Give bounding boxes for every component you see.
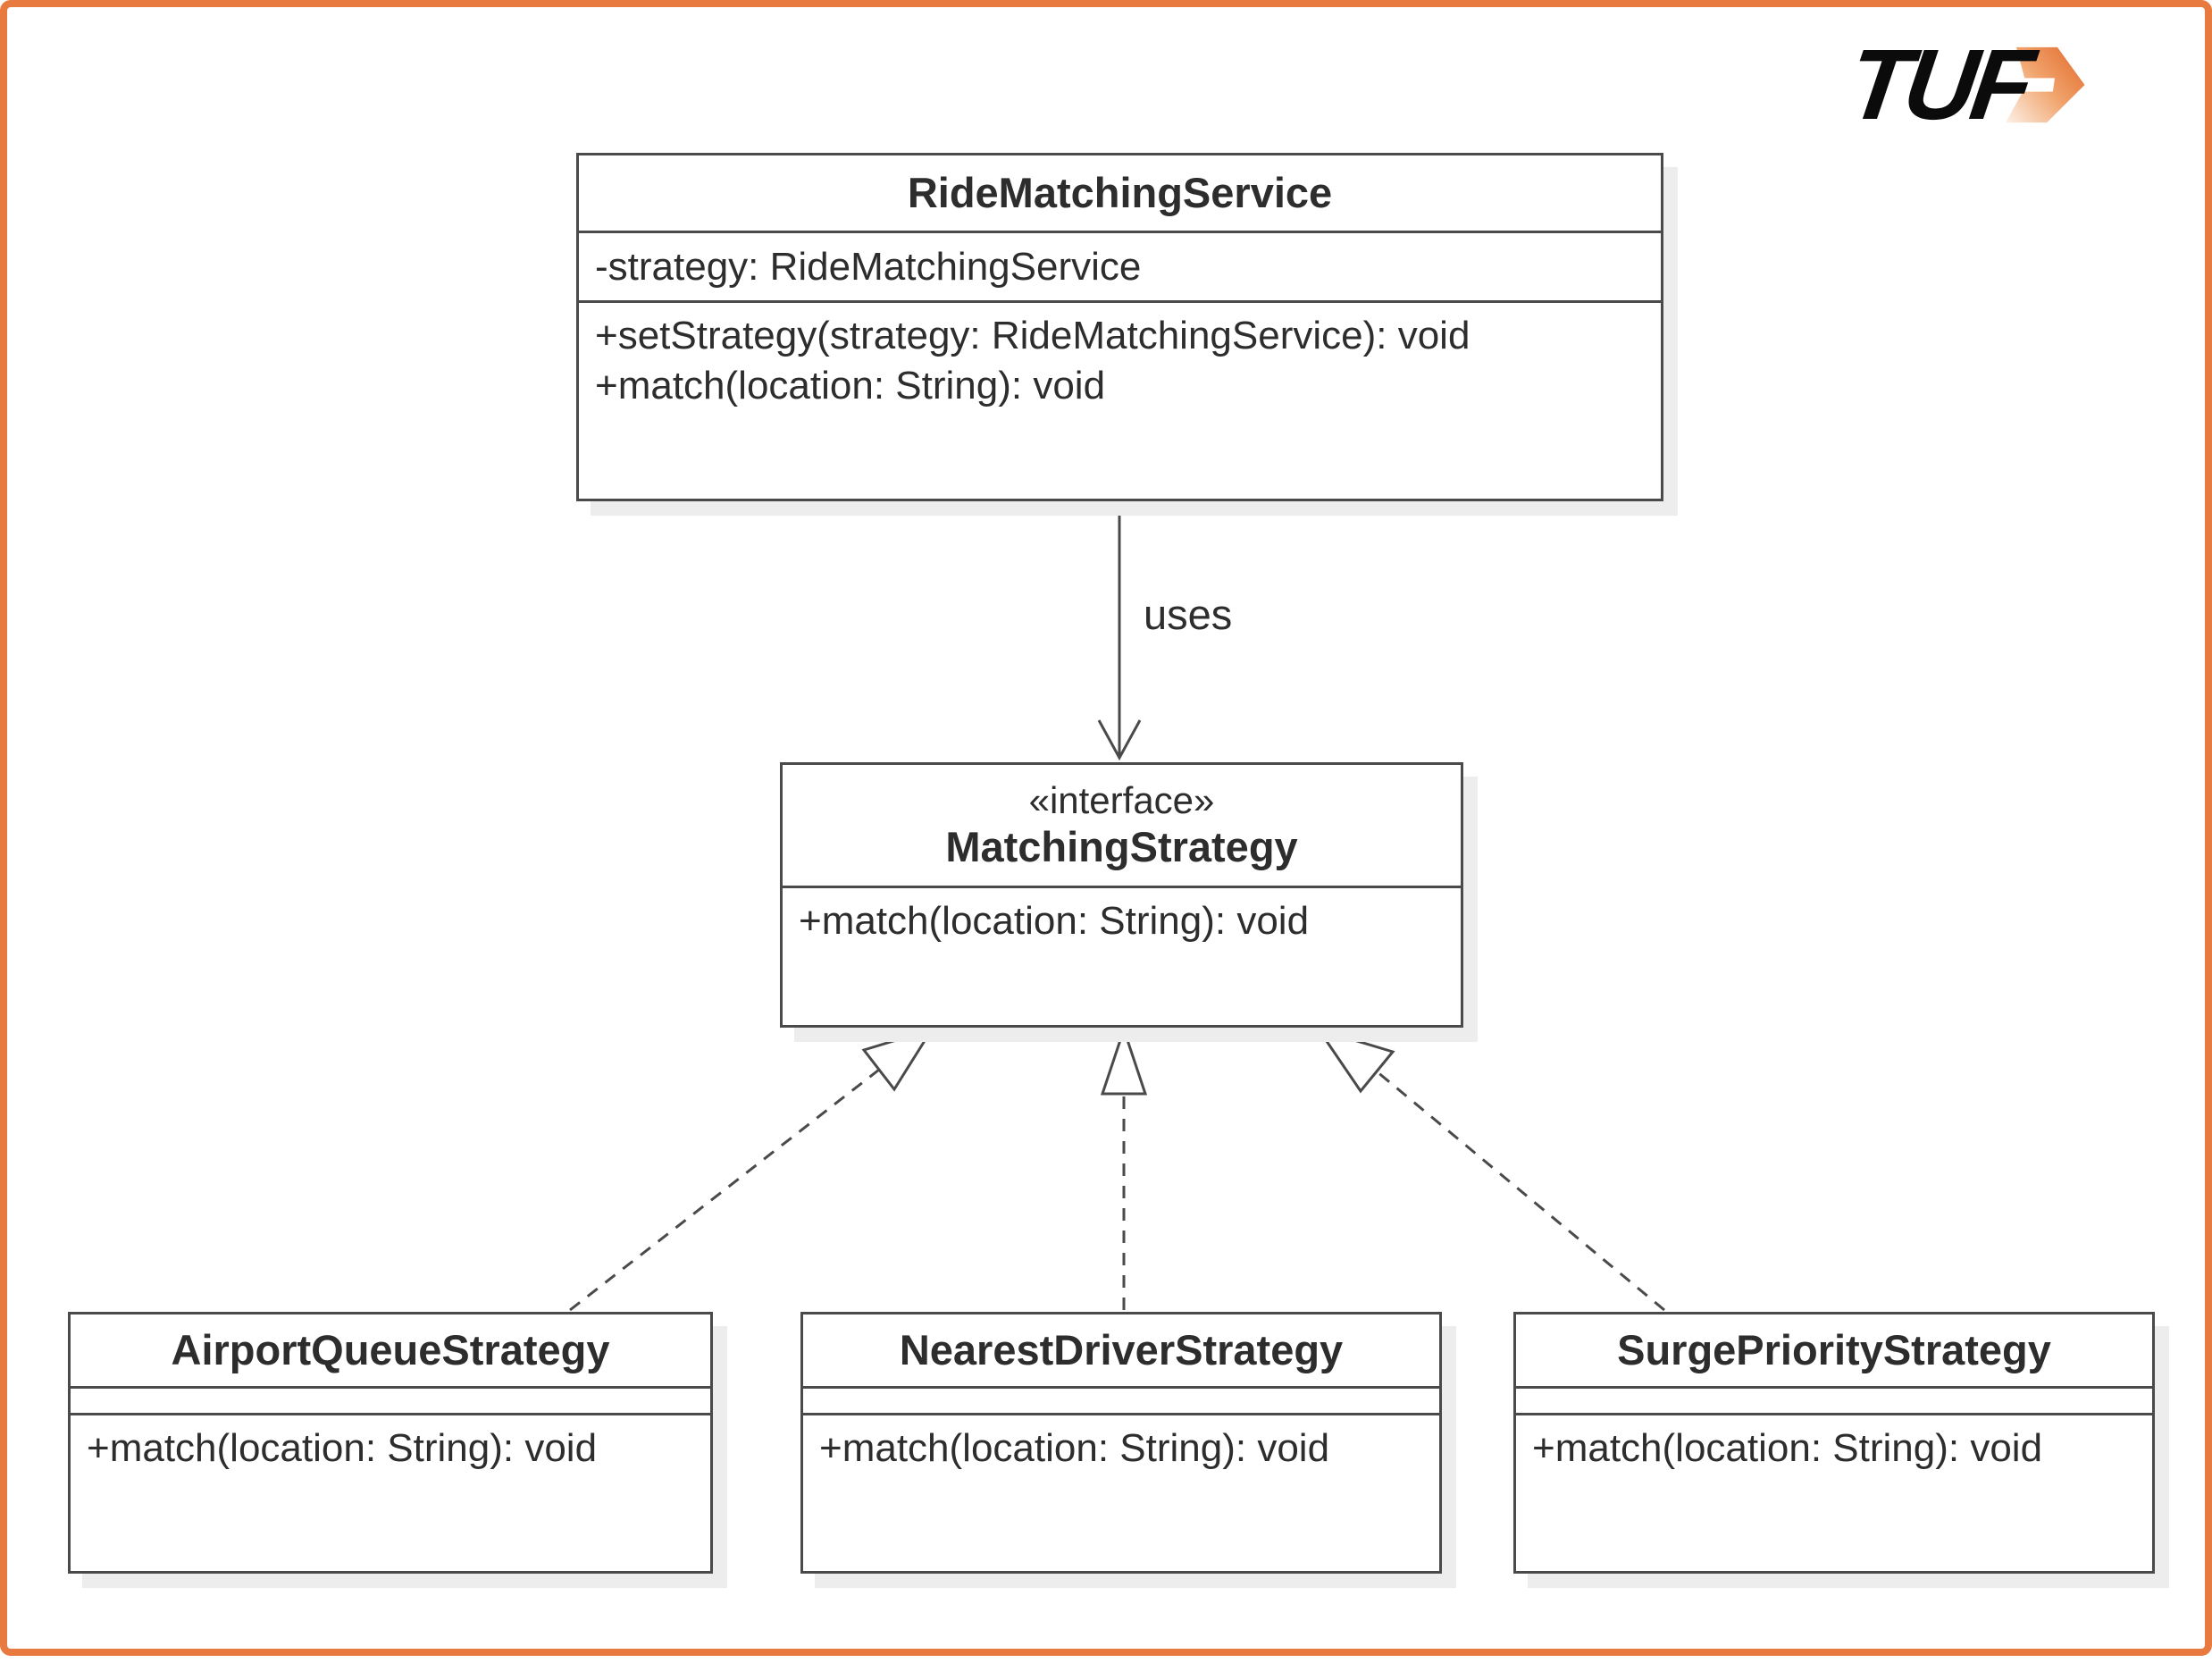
attributes-compartment: -strategy: RideMatchingService	[579, 231, 1661, 300]
connector-layer	[569, 504, 1665, 1312]
interface-title: MatchingStrategy	[945, 822, 1298, 870]
class-title: RideMatchingService	[907, 168, 1333, 216]
class-title: NearestDriverStrategy	[899, 1325, 1344, 1373]
methods-compartment: +match(location: String): void	[803, 1413, 1439, 1571]
realization-arrow-airport	[569, 1027, 935, 1312]
uses-association-label: uses	[1144, 591, 1233, 638]
diagram-canvas: uses RideMatchingService -strategy: Ride…	[7, 7, 2205, 1649]
realization-arrow-nearest	[1100, 1025, 1148, 1310]
methods-compartment: +match(location: String): void	[1516, 1413, 2152, 1571]
attributes-compartment-empty	[71, 1386, 710, 1413]
tuf-logo: TUF	[1841, 27, 2091, 142]
interface-box-matching-strategy: «interface» MatchingStrategy +match(loca…	[780, 762, 1463, 1028]
interface-title-compartment: «interface» MatchingStrategy	[783, 765, 1461, 886]
class-box-ride-matching-service: RideMatchingService -strategy: RideMatch…	[576, 153, 1663, 501]
tuf-logo-text: TUF	[1841, 29, 2036, 140]
class-box-airport-queue-strategy: AirportQueueStrategy +match(location: St…	[68, 1312, 713, 1574]
methods-compartment: +match(location: String): void	[783, 886, 1461, 1025]
realization-arrow-surge	[1315, 1027, 1665, 1312]
method-line: +match(location: String): void	[819, 1426, 1330, 1470]
methods-compartment: +match(location: String): void	[71, 1413, 710, 1571]
method-line: +match(location: String): void	[799, 899, 1310, 943]
method-line: +match(location: String): void	[1532, 1426, 2043, 1470]
uses-association-arrow	[1097, 504, 1142, 761]
attribute-line: -strategy: RideMatchingService	[595, 244, 1142, 289]
class-box-surge-priority-strategy: SurgePriorityStrategy +match(location: S…	[1513, 1312, 2155, 1574]
method-line: +match(location: String): void	[595, 364, 1106, 407]
interface-stereotype: «interface»	[1028, 779, 1215, 822]
attributes-compartment-empty	[803, 1386, 1439, 1413]
class-title: AirportQueueStrategy	[171, 1325, 610, 1373]
method-line: +match(location: String): void	[87, 1426, 598, 1470]
method-line: +setStrategy(strategy: RideMatchingServi…	[595, 314, 1470, 357]
class-title: SurgePriorityStrategy	[1617, 1325, 2051, 1373]
methods-compartment: +setStrategy(strategy: RideMatchingServi…	[579, 300, 1661, 499]
class-box-nearest-driver-strategy: NearestDriverStrategy +match(location: S…	[800, 1312, 1442, 1574]
tuf-logo-arrow-icon	[2004, 46, 2085, 122]
attributes-compartment-empty	[1516, 1386, 2152, 1413]
